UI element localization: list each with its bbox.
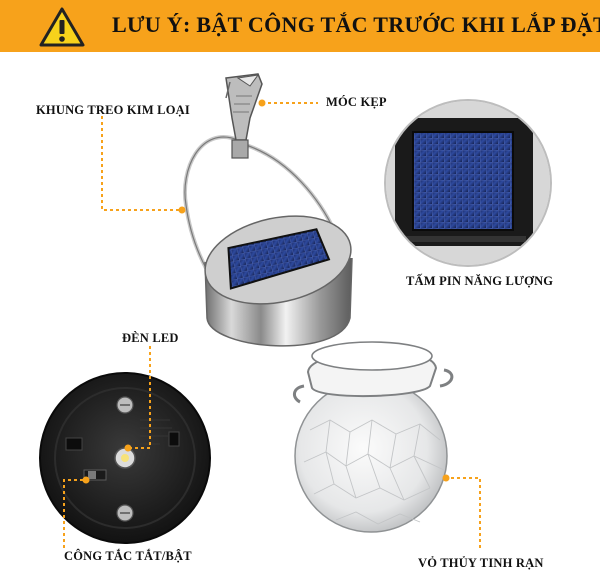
label-led: ĐÈN LED: [122, 331, 179, 345]
warning-triangle-icon: [39, 7, 85, 47]
label-solar-panel: TẤM PIN NĂNG LƯỢNG: [406, 274, 554, 288]
label-metal-hanger: KHUNG TREO KIM LOẠI: [36, 103, 190, 117]
lamp-base-disc: [39, 372, 211, 544]
solar-panel-closeup: [384, 99, 552, 267]
warning-banner: LƯU Ý: BẬT CÔNG TẮC TRƯỚC KHI LẮP ĐẶT: [0, 0, 600, 52]
banner-title: LƯU Ý: BẬT CÔNG TẮC TRƯỚC KHI LẮP ĐẶT: [112, 12, 600, 37]
leader-lines: [63, 102, 481, 548]
lamp-body: [204, 215, 353, 347]
alligator-clip: [225, 73, 263, 159]
label-clip: MÓC KẸP: [326, 95, 387, 109]
label-glass-shell: VỎ THỦY TINH RẠN: [418, 556, 544, 570]
label-switch: CÔNG TẮC TẮT/BẬT: [64, 549, 192, 563]
crackle-glass-shell: [293, 341, 454, 533]
metal-hanger: [183, 135, 337, 284]
